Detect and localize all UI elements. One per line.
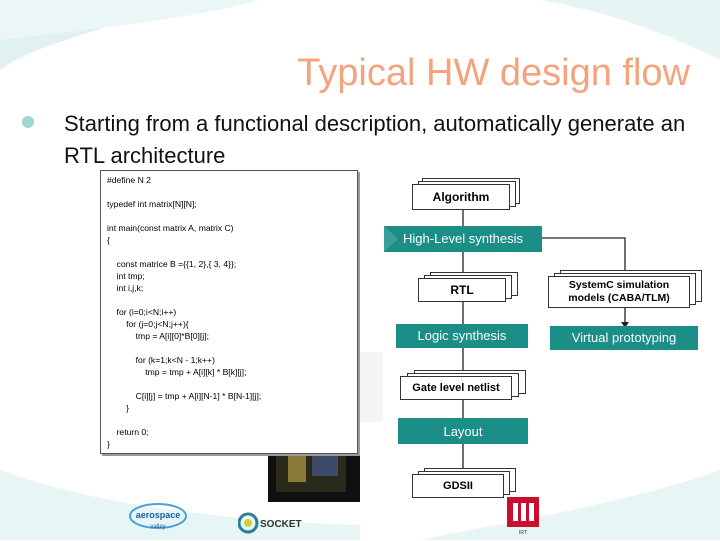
socket-logo-text: SOCKET xyxy=(260,519,302,530)
bullet-text: Starting from a functional description, … xyxy=(64,111,686,168)
code-line: int i,j,k; xyxy=(107,283,144,293)
code-line: } xyxy=(107,403,129,413)
rtl-box: RTL xyxy=(418,272,528,304)
code-line: for (i=0;i<N;i++) xyxy=(107,307,177,317)
code-line: } xyxy=(107,439,110,449)
socket-logo: SOCKET xyxy=(237,510,310,536)
hls-step xyxy=(384,226,542,252)
systemc-box: SystemC simulation models (CABA/TLM) xyxy=(548,270,708,310)
virtual-prototyping-step xyxy=(550,326,698,350)
gdsii-label: GDSII xyxy=(412,474,504,498)
lab-logo-text: IRT xyxy=(519,530,527,536)
code-line: return 0; xyxy=(107,427,149,437)
gdsii-box: GDSII xyxy=(412,468,524,498)
schematic-strip xyxy=(356,352,383,422)
bullet-icon xyxy=(22,116,34,128)
code-line: int tmp; xyxy=(107,271,145,281)
virtual-prototyping-label: Virtual prototyping xyxy=(571,330,677,345)
code-line: for (k=1;k<N - 1;k++) xyxy=(107,355,215,365)
code-line: for (j=0;j<N;j++){ xyxy=(107,319,189,329)
logic-synthesis-label: Logic synthesis xyxy=(417,328,507,343)
code-line: { xyxy=(107,235,110,245)
code-line: const matrice B ={{1, 2},{ 3, 4}}; xyxy=(107,259,237,269)
code-line: tmp = tmp + A[i][k] * B[k][j]; xyxy=(107,367,247,377)
rtl-label: RTL xyxy=(418,278,506,302)
aerospace-logo-text: aerospace xyxy=(136,510,181,520)
code-line: tmp = A[i][0]*B[0][j]; xyxy=(107,331,209,341)
code-line: int main(const matrix A, matrix C) xyxy=(107,223,234,233)
code-line: #define N 2 xyxy=(107,175,151,185)
code-line: C[i][j] = tmp + A[i][N-1] * B[N-1][j]; xyxy=(107,391,262,401)
slide-title: Typical HW design flow xyxy=(297,52,690,94)
aerospace-valley-logo: aerospace valley xyxy=(128,500,188,534)
algorithm-box: Algorithm xyxy=(412,178,524,210)
logic-synthesis-step xyxy=(396,324,528,348)
algorithm-label: Algorithm xyxy=(412,184,510,210)
lab-logo: IRT xyxy=(506,496,540,536)
systemc-label: SystemC simulation models (CABA/TLM) xyxy=(548,276,690,308)
gate-netlist-box: Gate level netlist xyxy=(400,370,530,400)
layout-step xyxy=(398,418,528,444)
aerospace-logo-subtext: valley xyxy=(150,524,165,530)
code-line: typedef int matrix[N][N]; xyxy=(107,199,197,209)
hls-label: High-Level synthesis xyxy=(403,231,523,246)
source-code-panel: #define N 2 typedef int matrix[N][N]; in… xyxy=(100,170,358,454)
gate-netlist-label: Gate level netlist xyxy=(400,376,512,400)
layout-label: Layout xyxy=(443,424,483,439)
